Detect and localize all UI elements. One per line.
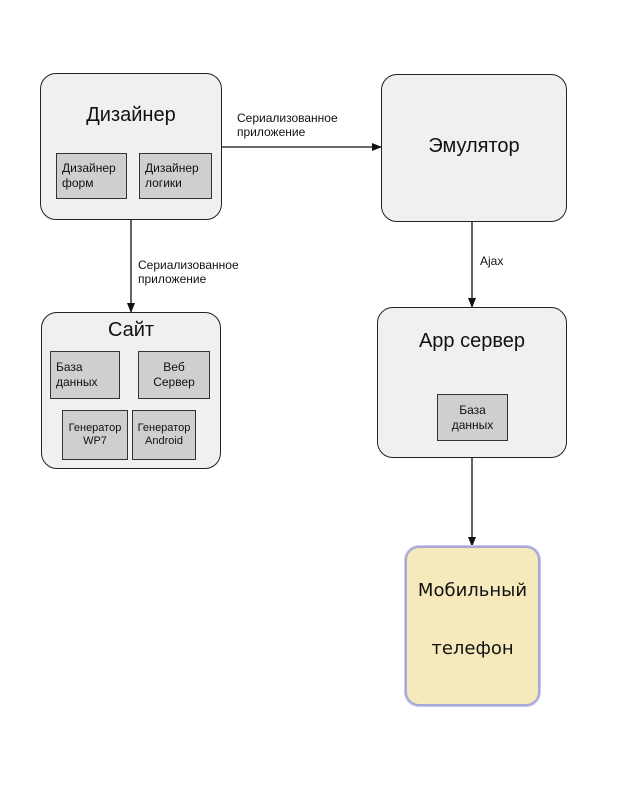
phone-label-line1: Мобильный bbox=[417, 580, 528, 601]
app-server-database-box: База данных bbox=[437, 394, 508, 441]
designer-title: Дизайнер bbox=[86, 104, 176, 126]
label-designer-to-site: Сериализованное приложение bbox=[138, 258, 239, 286]
site-box: Сайт База данных Веб Сервер Генератор WP… bbox=[41, 312, 221, 469]
app-server-box: App сервер База данных bbox=[377, 307, 567, 458]
app-server-title: App сервер bbox=[418, 330, 526, 352]
designer-box: Дизайнер Дизайнер форм Дизайнер логики bbox=[40, 73, 222, 220]
label-ajax: Ajax bbox=[480, 254, 504, 268]
emulator-title: Эмулятор bbox=[428, 135, 520, 157]
designer-logic-box: Дизайнер логики bbox=[139, 153, 212, 199]
phone-label-line2: телефон bbox=[431, 638, 514, 659]
site-database-box: База данных bbox=[50, 351, 120, 399]
site-generator-wp7-box: Генератор WP7 bbox=[62, 410, 128, 460]
site-title: Сайт bbox=[107, 319, 155, 341]
site-web-server-box: Веб Сервер bbox=[138, 351, 210, 399]
emulator-box: Эмулятор bbox=[381, 74, 567, 222]
mobile-phone-box: Мобильный телефон bbox=[405, 546, 540, 706]
designer-forms-box: Дизайнер форм bbox=[56, 153, 127, 199]
site-generator-android-box: Генератор Android bbox=[132, 410, 196, 460]
label-designer-to-emulator: Сериализованное приложение bbox=[237, 111, 338, 139]
